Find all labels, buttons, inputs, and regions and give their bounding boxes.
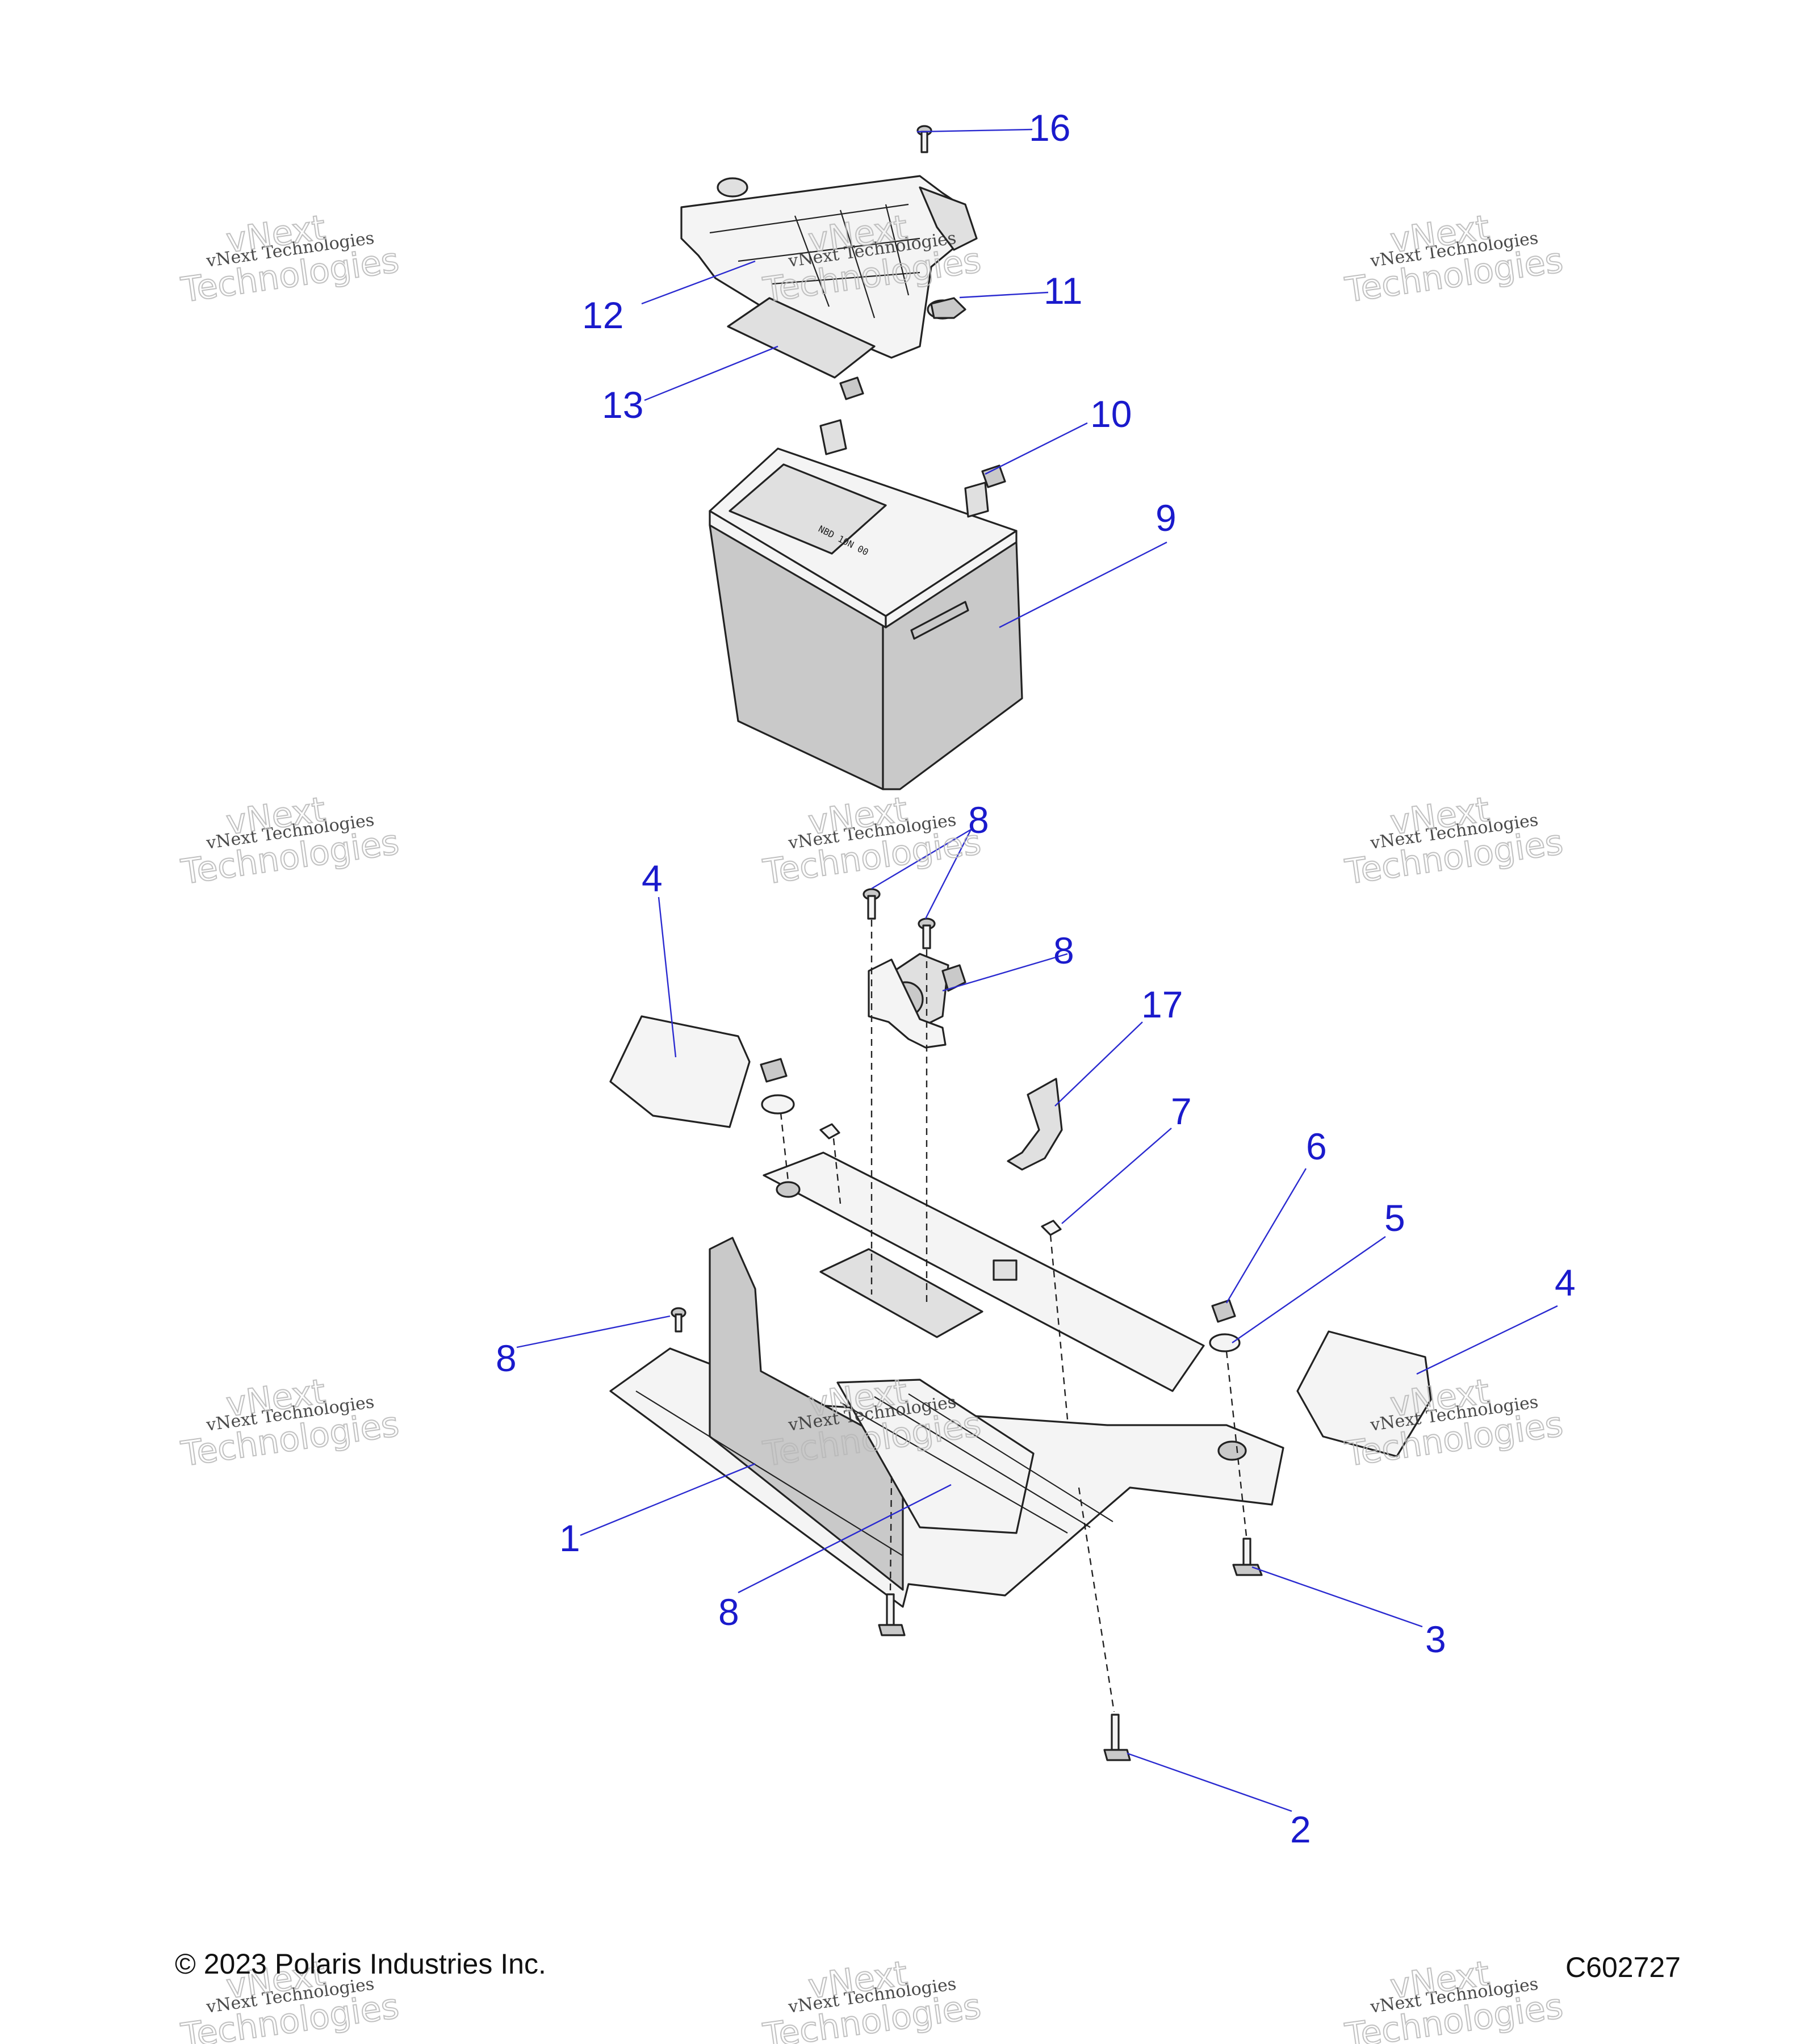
callout-4-left: 4 — [642, 857, 663, 899]
callout-6: 6 — [1306, 1125, 1327, 1167]
solenoid-part-9 — [868, 953, 966, 1049]
callout-5: 5 — [1384, 1197, 1405, 1239]
clip-part-17 — [1007, 1078, 1063, 1171]
leader-lines — [516, 128, 1558, 1812]
pad-part-4-right — [1296, 1330, 1432, 1457]
screws-part-10 — [863, 888, 936, 949]
callout-15: 13 — [602, 384, 643, 426]
screw-part-16 — [916, 125, 932, 153]
fasteners — [671, 1058, 1241, 1495]
callout-7: 7 — [1171, 1090, 1192, 1132]
callout-17: 17 — [1141, 983, 1183, 1025]
pad-part-15 — [727, 297, 876, 379]
callout-13: 11 — [1044, 270, 1083, 312]
callout-11: 9 — [1155, 497, 1177, 539]
callout-10: 8 — [968, 799, 989, 841]
callout-12: 10 — [1090, 393, 1132, 435]
terminal-screw-part-12 — [839, 376, 1006, 488]
tray-part-1 — [609, 1151, 1284, 1608]
nut-part-13 — [930, 297, 966, 319]
alignment-lines — [780, 920, 1247, 1712]
copyright-text: © 2023 Polaris Industries Inc. — [175, 1948, 546, 1980]
callout-3: 3 — [1425, 1618, 1446, 1660]
callout-2: 2 — [1290, 1808, 1311, 1850]
callout-4-right: 4 — [1555, 1262, 1576, 1304]
callout-1: 1 — [559, 1517, 580, 1559]
bolt-lower-left — [878, 1593, 906, 1636]
battery-part-11: NBD 10N 00 — [709, 419, 1023, 790]
bolt-part-2 — [1103, 1714, 1131, 1761]
callout-8-lower: 8 — [718, 1591, 739, 1633]
drawing-id: C602727 — [1565, 1951, 1681, 1983]
callout-14: 12 — [582, 294, 623, 336]
callout-16: 16 — [1029, 107, 1070, 149]
callout-9: 8 — [1053, 929, 1074, 971]
pad-part-4-left — [609, 1015, 751, 1128]
callout-labels: 16 11 12 13 10 9 8 4 8 17 7 6 5 4 8 1 8 … — [496, 107, 1576, 1850]
callout-8-left: 8 — [496, 1337, 517, 1379]
